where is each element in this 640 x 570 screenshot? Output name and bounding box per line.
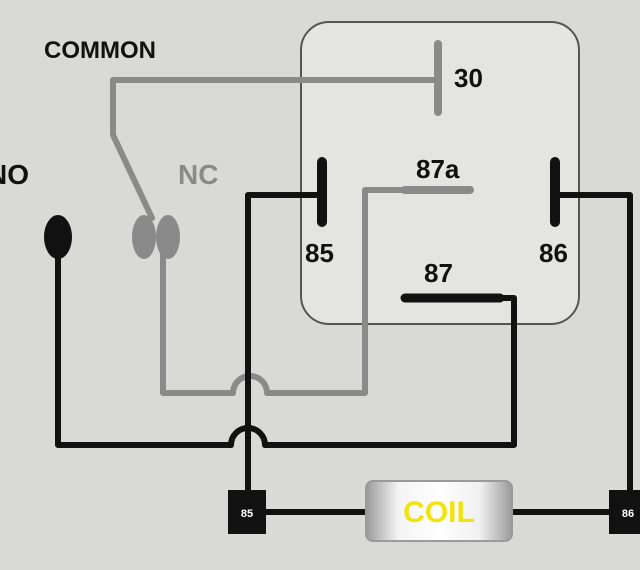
pin-87-label: 87 [424,258,453,288]
coil-body [365,480,513,542]
terminal-86-label: 86 [622,508,634,520]
common-wire [110,77,441,221]
pin-86-wire [552,192,633,513]
pin-85-wire [245,192,325,498]
no-contact [44,215,72,259]
nc-label: NC [178,159,218,190]
no-circuit [55,192,633,515]
pin-86-label: 86 [539,238,568,268]
terminal-86-block [609,490,640,534]
relay-housing [300,21,580,325]
terminal-85-label: 85 [241,508,253,520]
nc-return-wire [160,252,236,396]
nc-contact [132,215,180,259]
pin-30-label: 30 [454,63,483,93]
common-label: COMMON [44,37,156,64]
pin-85-label: 85 [305,238,334,268]
pin-87a-label: 87a [416,154,460,184]
no-wire [55,242,234,448]
no-label: NO [0,159,29,190]
terminal-85-block [228,490,266,534]
coil-label: COIL [403,496,475,529]
